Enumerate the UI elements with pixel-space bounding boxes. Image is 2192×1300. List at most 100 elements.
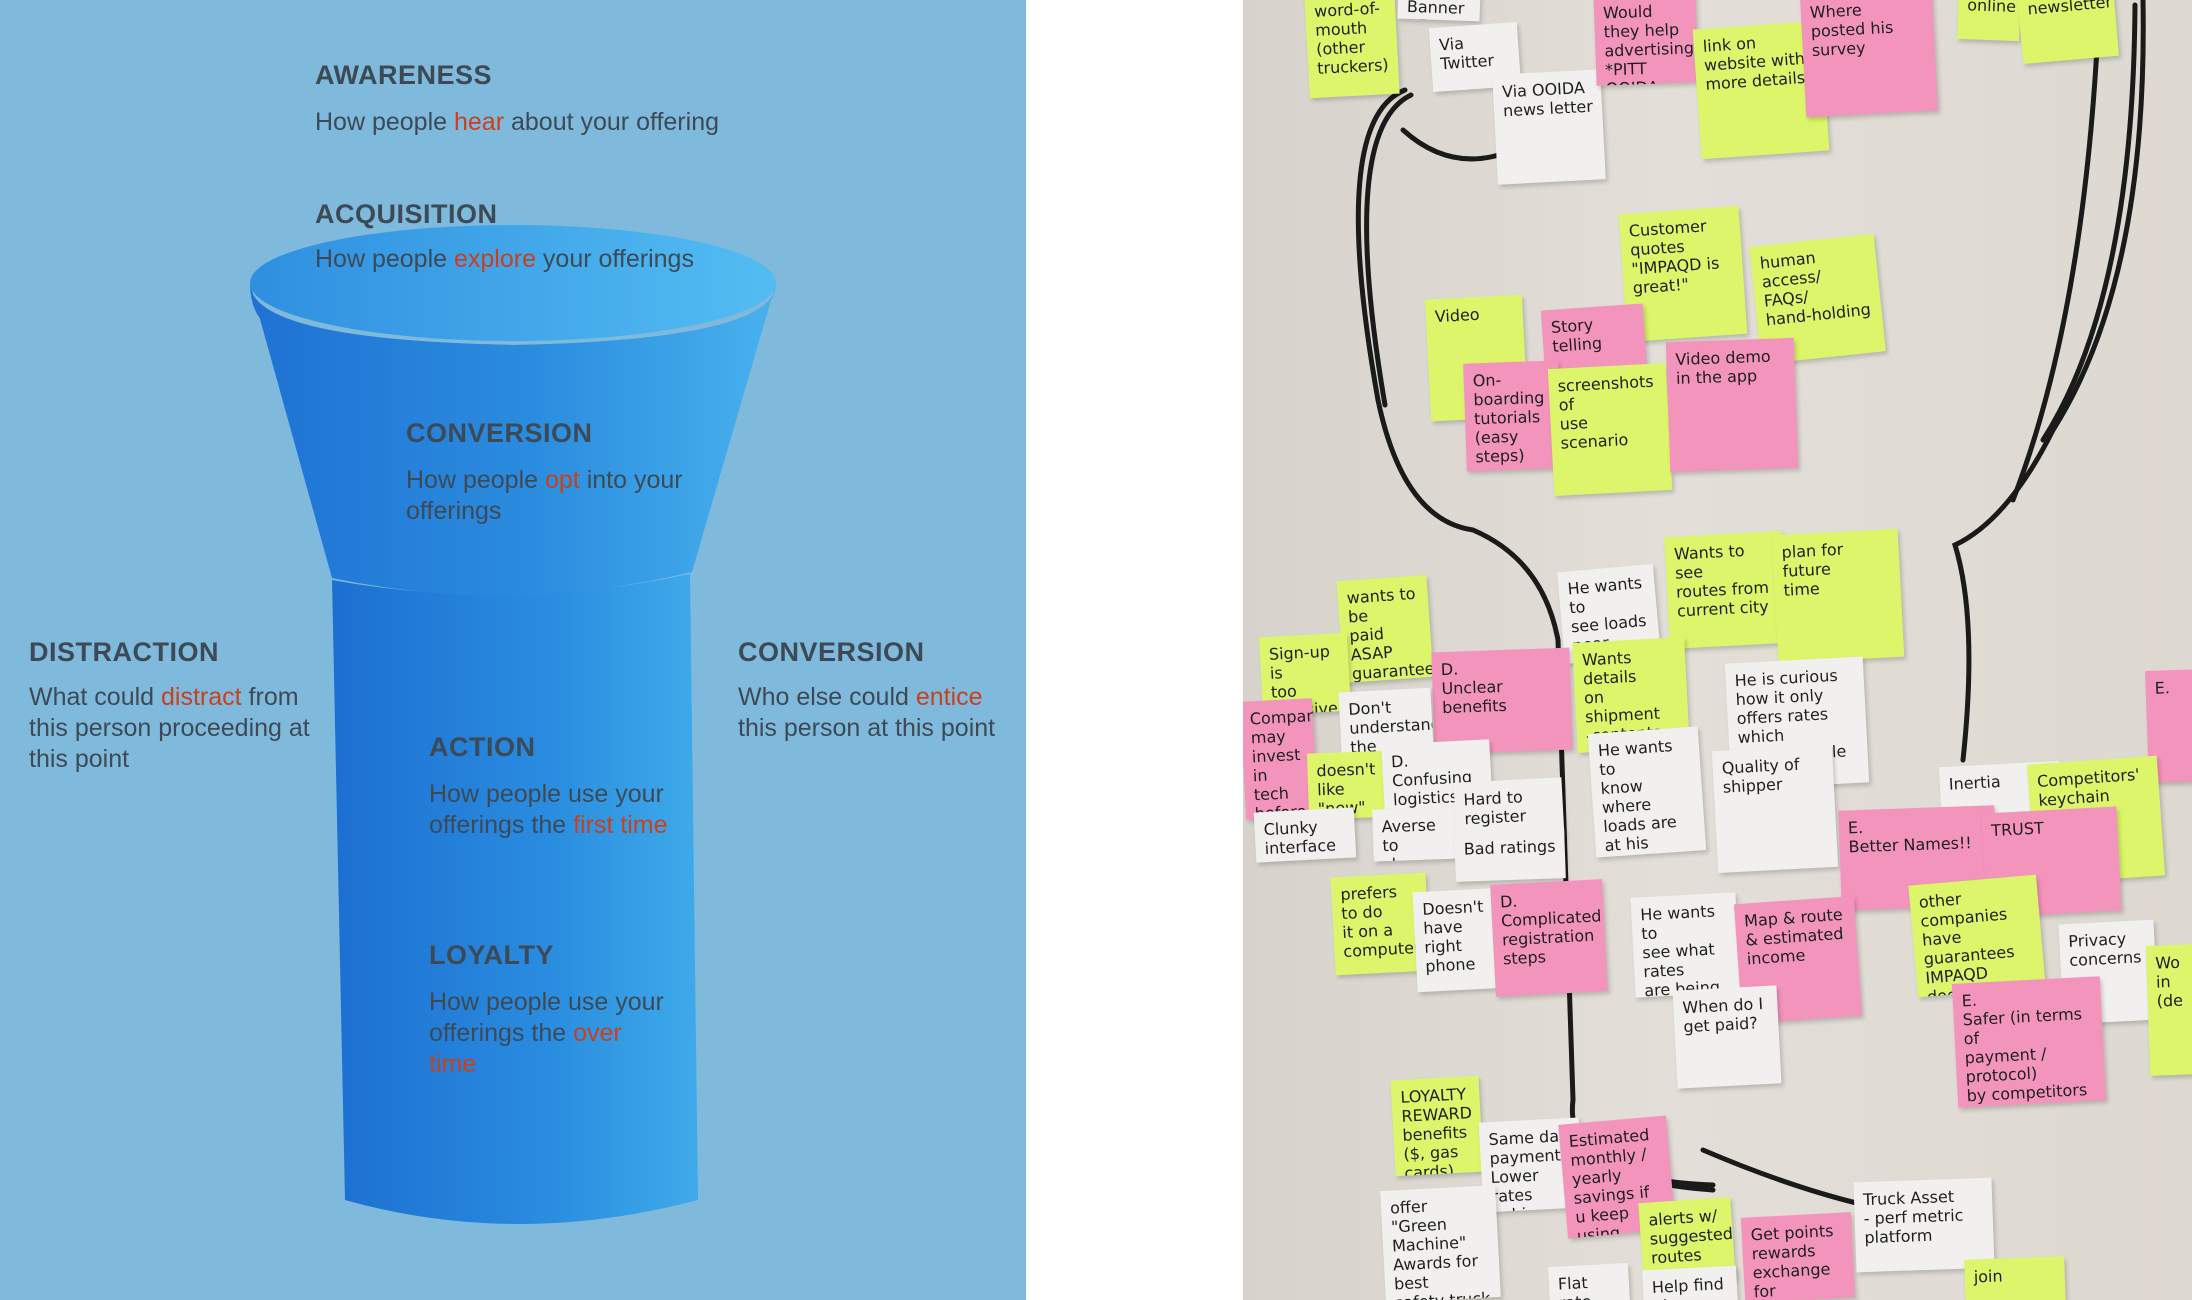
- stage-description: Who else could entice this person at thi…: [738, 683, 996, 742]
- stage-title: CONVERSION: [738, 637, 925, 667]
- sticky-note-line: posted his survey: [1810, 17, 1894, 60]
- sticky-note: newsletter: [2017, 0, 2119, 65]
- sticky-note-line: LOYALTY REWARD: [1399, 1084, 1473, 1126]
- sticky-note-line: offers rates which: [1736, 704, 1829, 748]
- stage-description: How people opt into your offerings: [406, 466, 683, 525]
- stage-distraction: DISTRACTION What could distract from thi…: [29, 637, 329, 775]
- sticky-note-line: Story telling: [1550, 315, 1603, 356]
- sticky-note-line: He wants to: [1597, 736, 1674, 780]
- stage-description: How people hear about your offering: [315, 108, 719, 136]
- stage-title: AWARENESS: [315, 60, 493, 90]
- sticky-note: Clunky interface: [1253, 807, 1357, 863]
- sticky-note-line: Better Names!!: [1848, 833, 1973, 857]
- sticky-note-line: Hard to register: [1462, 787, 1527, 829]
- sticky-note-line: Help find: [1651, 1274, 1725, 1297]
- sticky-note: Bad ratings: [1454, 828, 1566, 882]
- sticky-note-line: "Green Machine": [1390, 1214, 1467, 1256]
- sticky-note-line: loads are at his: [1602, 812, 1678, 856]
- sticky-note-line: right phone: [1423, 935, 1476, 976]
- stage-awareness: AWARENESS How people hear about your off…: [315, 60, 875, 138]
- sticky-note: Averse tochange: [1372, 806, 1464, 862]
- sticky-note-line: benefits: [1401, 1122, 1468, 1145]
- funnel-rim: [250, 225, 776, 341]
- sticky-note-line: exchange for: [1752, 1259, 1831, 1300]
- sticky-note: join: [1964, 1256, 2066, 1300]
- sticky-note: word-of-mouth(other truckers): [1304, 0, 1400, 99]
- sticky-note-line: in: [2155, 972, 2171, 992]
- sticky-note: Flatrate: [1548, 1262, 1630, 1300]
- sticky-note: D.Unclear benefits: [1431, 647, 1573, 755]
- sticky-note-line: TRUST: [1990, 818, 2045, 841]
- sticky-note-line: advertising?: [1604, 38, 1699, 61]
- stage-conversion-funnel: CONVERSION How people opt into your offe…: [406, 418, 696, 527]
- sticky-note-line: steps: [1502, 947, 1547, 969]
- sticky-note-line: Clunky interface: [1263, 817, 1337, 859]
- sticky-note-line: see what rates: [1641, 939, 1716, 982]
- sticky-note-line: Averse to: [1381, 815, 1437, 856]
- sticky-note-line: On-boarding: [1472, 370, 1545, 410]
- sticky-note-line: current city: [1676, 596, 1770, 621]
- sticky-note: Help findplaces: [1642, 1265, 1738, 1300]
- sticky-note-line: Via Twitter: [1438, 33, 1495, 74]
- sticky-note: Banner / flyer: [1397, 0, 1481, 22]
- sticky-note-line: online: [1966, 0, 2017, 16]
- sticky-note-line: get paid?: [1682, 1013, 1759, 1037]
- sticky-note-line: wants to be: [1346, 583, 1417, 627]
- sticky-note-line: shipper: [1722, 774, 1783, 797]
- sticky-note-line: use scenario: [1559, 413, 1629, 453]
- funnel-diagram-panel: AWARENESS How people hear about your off…: [0, 0, 1026, 1300]
- sticky-note-line: platform: [1864, 1225, 1933, 1248]
- sticky-note-line: in the app: [1675, 366, 1758, 388]
- sticky-note-line: Awards for best: [1392, 1251, 1479, 1294]
- sticky-note-line: Wants details: [1581, 647, 1637, 689]
- sticky-note-line: Would they help: [1602, 1, 1680, 42]
- sticky-note-line: Doesn't have: [1421, 896, 1484, 938]
- sticky-note-line: computer: [1342, 937, 1421, 961]
- sticky-note-line: Wo: [2155, 952, 2181, 973]
- stage-description: What could distract from this person pro…: [29, 683, 310, 773]
- sticky-note-line: (easy steps): [1474, 426, 1525, 467]
- stage-acquisition: ACQUISITION How people explore your offe…: [315, 199, 875, 275]
- sticky-note-line: join: [1973, 1266, 2003, 1287]
- sticky-note: online: [1957, 0, 2021, 42]
- stage-action: ACTION How people use your offerings the…: [429, 732, 669, 841]
- sticky-note-line: news letter: [1502, 96, 1594, 121]
- sticky-note-line: know where: [1599, 776, 1652, 818]
- sticky-note-line: prefers to do: [1339, 882, 1398, 924]
- sticky-note-line: routes: [1650, 1245, 1703, 1268]
- stage-title: ACQUISITION: [315, 199, 498, 229]
- sticky-note-line: Wants to see: [1673, 540, 1745, 583]
- sticky-note-line: tutorials: [1473, 407, 1541, 429]
- sticky-note-line: Don't understand: [1347, 697, 1434, 738]
- sticky-note-line: (other truckers): [1315, 37, 1390, 78]
- stage-title: CONVERSION: [406, 418, 593, 448]
- sticky-note-line: paid ASAP: [1348, 624, 1394, 665]
- sticky-note-line: Video demo: [1675, 346, 1771, 369]
- sticky-note-line: Sign-up is: [1268, 641, 1331, 683]
- sticky-note-line: newsletter: [2026, 0, 2113, 19]
- sticky-note-line: E.: [2154, 678, 2171, 698]
- stage-description: How people use your offerings the first …: [429, 780, 668, 839]
- sticky-note-line: Banner / flyer: [1406, 0, 1465, 21]
- stage-description: How people explore your offerings: [315, 245, 694, 273]
- sticky-note-line: *PITT OOIDA: [1604, 59, 1659, 86]
